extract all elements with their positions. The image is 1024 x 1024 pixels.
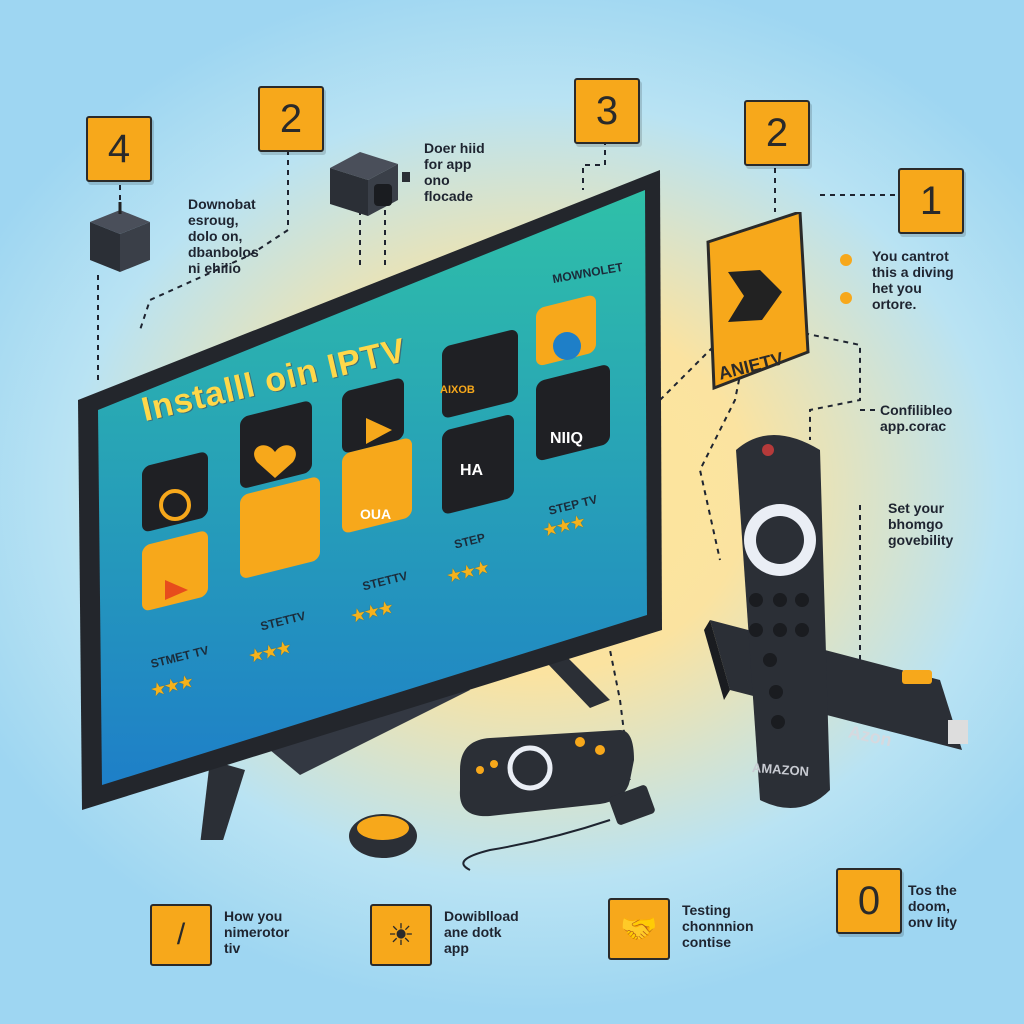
app-tile-globe [536, 295, 596, 366]
bullet-dot [840, 254, 852, 266]
bottom-step-glyph: ☀ [387, 918, 415, 952]
bottom-step-glyph: / [176, 918, 186, 951]
bullet-dot [840, 292, 852, 304]
app-logo-icon [728, 270, 782, 322]
camera-cube-icon [330, 152, 410, 216]
tv-leg-left [200, 760, 245, 840]
bottom-step-text: Dowiblload ane dotk app [444, 908, 519, 956]
bottom-step-2: ☀ Dowiblload ane dotk app [370, 904, 519, 966]
badge-number: 4 [107, 126, 131, 171]
playstore-icon [366, 418, 392, 444]
badge-number: 0 [857, 878, 881, 923]
heart-icon [254, 445, 296, 478]
step-badge-1: 1 [898, 168, 964, 234]
tv-illustration [78, 170, 662, 840]
puck-device [349, 814, 417, 858]
sun-icon: ☀ [370, 904, 432, 966]
app-tile-aixob [442, 330, 518, 418]
bottom-step-text: Testing chonnnion contise [682, 902, 754, 950]
voice-remote [736, 435, 830, 808]
step-badge-3: 3 [574, 78, 640, 144]
setup-note: Set your bhomgo govebility [888, 500, 954, 548]
usb-cable [462, 819, 611, 871]
hdmi-connector [948, 720, 968, 744]
app-tile-playstore [342, 378, 404, 453]
download-note: Downobat esroug, dolo on, dbanbolos ni e… [188, 196, 259, 276]
tile-text-oua: OUA [360, 506, 392, 522]
tile-text-ha: HA [460, 462, 484, 479]
headset-icon [159, 489, 191, 521]
app-tile-play [142, 531, 208, 611]
app-tile-ha [442, 415, 514, 514]
small-remote-usb [459, 730, 655, 871]
globe-icon [553, 332, 581, 360]
app-tile-oua [342, 438, 412, 533]
bottom-step-glyph: 🤝 [620, 912, 658, 946]
app-card [706, 212, 810, 391]
remote-and-stick [704, 435, 968, 808]
tile-text-aixob: AIXOB [440, 384, 475, 396]
stick-light [902, 670, 932, 684]
step-badge-2b: 2 [744, 100, 810, 166]
step-badge-0: 0 [836, 868, 902, 934]
app-tile-heart [240, 401, 312, 488]
badge-number: 3 [595, 88, 619, 133]
usb-plug [609, 785, 655, 825]
fire-stick [710, 620, 962, 750]
control-note: You cantrot this a diving het you ortore… [872, 248, 954, 312]
tile-text-niiq: NIIQ [550, 430, 583, 447]
step-badge-4: 4 [86, 116, 152, 182]
cube-icon [90, 202, 150, 272]
app-tile-box [240, 477, 320, 578]
badge-number: 2 [279, 96, 303, 141]
badge-number: 2 [765, 110, 789, 155]
compat-note: Confilibleo app.corac [880, 402, 953, 434]
badge-number: 1 [919, 178, 943, 223]
bottom-step-text: How you nimerotor tiv [224, 908, 290, 956]
bottom-step-3: 🤝 Testing chonnnion contise [608, 898, 754, 960]
tos-note: Tos the doom, onv lity [908, 882, 958, 930]
app-note: Doer hiid for app ono flocade [424, 140, 485, 204]
step-badge-2: 2 [258, 86, 324, 152]
play-icon [165, 580, 188, 600]
app-tile-niiq [536, 365, 610, 461]
handshake-icon: 🤝 [608, 898, 670, 960]
slash-icon: / [150, 904, 212, 966]
bottom-step-1: / How you nimerotor tiv [150, 904, 289, 966]
